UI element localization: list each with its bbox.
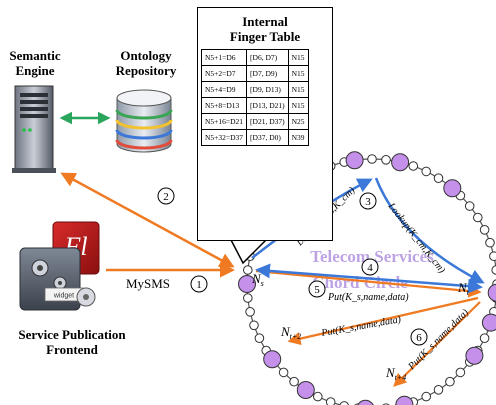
ontology-repository-label: Ontology Repository <box>115 48 177 78</box>
step-2: 2 <box>163 191 169 203</box>
finger-table-cell: N15 <box>287 81 309 98</box>
ring-node <box>481 313 496 332</box>
finger-table-cell: [D21, D37) <box>246 113 289 130</box>
telecom-services-label: Telecom Services <box>310 247 434 266</box>
finger-table-cell: N15 <box>287 49 309 66</box>
finger-table-box: Internal Finger Table N5+1=D6[D6, D7)N15… <box>197 7 333 241</box>
finger-table-cell: N5+4=D9 <box>200 81 248 98</box>
ring-slot <box>485 237 495 248</box>
ring-slot <box>243 293 253 303</box>
put-2-label: Put(K_s,name,data) <box>320 314 403 339</box>
node-t-label: Nt <box>457 280 470 297</box>
chord-ring <box>238 151 496 405</box>
ring-slot <box>367 154 377 164</box>
ring-node <box>443 179 462 198</box>
node-s-label: Ns <box>251 271 264 288</box>
ring-slot <box>421 391 432 402</box>
ring-node <box>391 153 410 172</box>
ring-node <box>263 350 282 369</box>
finger-table-cell: N15 <box>287 97 309 114</box>
step-5: 5 <box>314 284 320 296</box>
ring-slot <box>464 201 475 211</box>
put-1-label: Put(K_s,name,data) <box>327 292 409 303</box>
arrow-lookup-down <box>374 177 485 284</box>
finger-table-row: N5+32=D37[D37, D0)N39 <box>200 129 309 146</box>
ring-slot <box>339 401 349 405</box>
service-publication-label: Service Publication Frontend <box>18 327 126 357</box>
finger-table-cell: N5+8=D13 <box>200 97 248 114</box>
ring-slot <box>408 161 419 171</box>
finger-table-cell: N15 <box>287 65 309 82</box>
ring-node <box>296 381 315 399</box>
ring-slot <box>479 225 490 235</box>
ring-nodes <box>238 151 496 405</box>
finger-table-row: N5+16=D21[D21, D37)N25 <box>200 113 309 130</box>
ring-slot <box>278 367 289 378</box>
ring-slot <box>433 173 444 183</box>
ring-slot <box>325 397 336 405</box>
ring-slot <box>491 265 496 275</box>
ring-slot <box>289 376 299 387</box>
finger-table-title: Internal Finger Table <box>229 14 301 44</box>
ring-slot <box>243 265 253 275</box>
ring-node <box>357 399 374 405</box>
widget-label: widget <box>53 293 74 300</box>
ring-slot <box>445 376 455 387</box>
finger-table-pointer <box>229 237 269 265</box>
ring-slot <box>245 307 255 317</box>
ring-slot <box>254 333 265 344</box>
finger-table-cell: N5+2=D7 <box>200 65 248 82</box>
ring-node <box>487 283 496 302</box>
ring-slot <box>455 367 466 378</box>
node-t2-label: Nt+2 <box>280 324 301 341</box>
step-3: 3 <box>365 196 371 208</box>
node-t4-label: Nt+4 <box>385 365 406 382</box>
ring-slot <box>473 212 483 223</box>
arrow-put-2 <box>287 296 479 346</box>
finger-table-row: N5+8=D13[D13, D21)N15 <box>200 97 309 114</box>
finger-table-row: N5+4=D9[D9, D13)N15 <box>200 81 309 98</box>
ring-node <box>345 151 364 170</box>
mysms-label: MySMS <box>126 276 170 291</box>
finger-table: Internal Finger Table N5+1=D6[D6, D7)N15… <box>197 7 335 247</box>
step-4: 4 <box>367 262 373 274</box>
ring-slot <box>421 166 432 177</box>
ring-slot <box>249 320 259 331</box>
arrow-step-2 <box>60 172 235 268</box>
finger-table-row: N5+2=D7[D7, D9)N15 <box>200 65 309 82</box>
ring-slot <box>313 391 323 402</box>
step-6: 6 <box>416 332 422 344</box>
arrow-put-3 <box>393 301 481 387</box>
server-icon <box>12 85 56 173</box>
ring-node <box>465 346 484 365</box>
finger-table-cell: [D37, D0) <box>246 129 289 146</box>
finger-table-cell: [D9, D13) <box>246 81 289 98</box>
arrow-step-4 <box>255 263 483 294</box>
step-badges: 2 1 3 4 5 6 <box>157 187 428 346</box>
database-icon <box>115 89 173 153</box>
ring-node <box>395 395 414 405</box>
finger-table-cell: N25 <box>287 113 309 130</box>
finger-table-cell: N39 <box>287 129 309 146</box>
ring-slot <box>381 155 391 165</box>
finger-table-cell: [D7, D9) <box>246 65 289 82</box>
ring-slot <box>479 333 490 344</box>
finger-table-row: N5+1=D6[D6, D7)N15 <box>200 49 309 66</box>
semantic-engine-label: Semantic Engine <box>9 48 61 78</box>
finger-table-cell: [D6, D7) <box>246 49 289 66</box>
finger-table-cell: N5+16=D21 <box>200 113 248 130</box>
ring-slot <box>433 385 444 395</box>
ring-slot <box>489 251 496 261</box>
finger-table-cell: N5+1=D6 <box>200 49 248 66</box>
finger-table-cell: N5+32=D37 <box>200 129 248 146</box>
widget-icon: widget <box>19 247 96 311</box>
step-1: 1 <box>196 279 202 291</box>
finger-table-cell: [D13, D21) <box>246 97 289 114</box>
